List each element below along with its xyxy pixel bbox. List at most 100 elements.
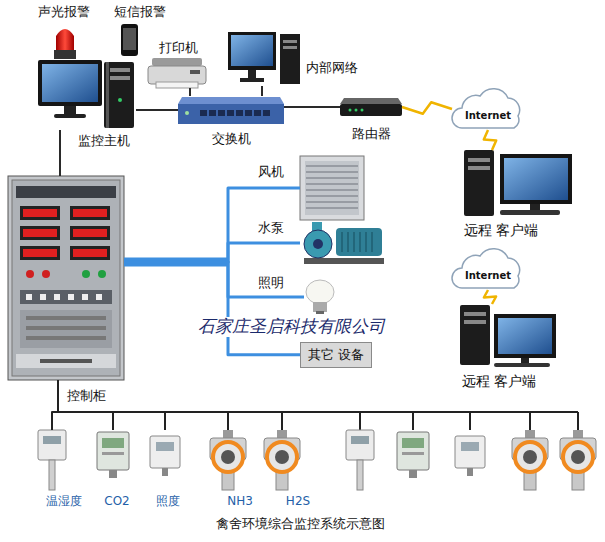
cabinet-drawing xyxy=(73,229,107,237)
remote-computer-icon xyxy=(460,305,556,367)
device-label: 监控主机 xyxy=(78,133,130,149)
cabinet-drawing xyxy=(16,354,116,368)
cabinet-drawing xyxy=(12,180,120,376)
remote-computer-icon xyxy=(521,358,529,363)
alarm-light: 声光报警 xyxy=(52,22,78,59)
wireless-link xyxy=(484,130,496,150)
control-line xyxy=(124,262,304,297)
phone-icon xyxy=(123,28,136,50)
device-label: 路由器 xyxy=(352,126,391,142)
phone-icon xyxy=(121,24,138,56)
lan-computer-icon xyxy=(283,46,297,49)
sensor-icons xyxy=(264,430,300,490)
sensor: H2S xyxy=(262,430,302,492)
fan: 风机 xyxy=(300,156,364,220)
sensor-bus-line xyxy=(58,380,228,430)
cabinet-drawing xyxy=(98,270,106,278)
sensor-icons xyxy=(397,432,429,478)
bulb-icon xyxy=(316,311,324,314)
remote-client: 远程 客户端 xyxy=(462,150,574,216)
lan-computer-icon xyxy=(283,40,297,43)
device-label: 交换机 xyxy=(212,131,251,147)
caption: 禽舍环境综合监控系统示意图 xyxy=(216,516,385,532)
cloud-outline xyxy=(452,249,520,288)
remote-computer-icon xyxy=(494,314,556,358)
host-computer-icon xyxy=(110,68,130,72)
switch-icon xyxy=(200,110,207,116)
lan-computer-icon xyxy=(280,34,300,84)
sensor-icons xyxy=(282,412,578,430)
alarm-light-icon xyxy=(54,50,76,59)
switch-icon xyxy=(178,97,284,124)
remote-computer-icon xyxy=(464,150,494,216)
sensor: 照度 xyxy=(145,430,185,492)
alarm-light-icon xyxy=(54,29,76,59)
remote-computer-icon xyxy=(464,312,486,316)
printer-icon xyxy=(148,66,206,84)
printer-icon xyxy=(156,82,198,88)
host-computer-icon xyxy=(42,64,98,102)
cabinet-drawing xyxy=(96,294,102,300)
cabinet-drawing xyxy=(26,336,106,340)
fan-icon xyxy=(300,156,364,220)
internet-cloud: Internet xyxy=(452,248,524,290)
device-label: NH3 xyxy=(227,494,253,508)
cabinet-drawing xyxy=(23,249,57,257)
remote-computer-icon xyxy=(468,166,490,170)
control-line xyxy=(124,188,300,262)
device-label: 远程 客户端 xyxy=(464,222,538,239)
sensor-icons xyxy=(346,430,374,490)
cabinet-drawing xyxy=(40,294,46,300)
lan-computer-icon xyxy=(240,78,264,82)
cabinet-drawing xyxy=(26,326,106,330)
device-label: 打印机 xyxy=(159,40,198,56)
watermark: 石家庄圣启科技有限公司 xyxy=(196,317,387,337)
sensor-icons xyxy=(560,430,596,490)
switch-icon xyxy=(236,110,243,116)
remote-client: 远程 客户端 xyxy=(458,304,558,368)
pump-icon xyxy=(336,228,382,256)
sensor-icons xyxy=(97,432,129,478)
remote-computer-icon xyxy=(464,320,486,324)
cabinet-drawing xyxy=(23,229,57,237)
switch-icon xyxy=(263,110,270,116)
cabinet-drawing xyxy=(68,294,74,300)
cabinet-drawing xyxy=(26,294,32,300)
other-equipment-box: 其它 设备 xyxy=(300,342,372,368)
switch-icon xyxy=(185,111,189,115)
host-computer-icon xyxy=(64,106,76,114)
bulb-icon xyxy=(313,302,327,312)
device-label: 水泵 xyxy=(258,220,284,236)
cabinet-drawing xyxy=(23,209,57,217)
sensor-icons xyxy=(38,412,596,490)
remote-computer-icon xyxy=(464,150,572,216)
cabinet-drawing xyxy=(20,290,112,304)
lan-computer-icon xyxy=(228,32,300,84)
sms-phone: 短信报警 xyxy=(120,24,139,57)
switch-icon xyxy=(218,110,225,116)
device-label: 照明 xyxy=(258,275,284,291)
remote-computer-icon xyxy=(530,204,540,210)
network-cable xyxy=(189,88,191,96)
network-cable xyxy=(284,106,340,108)
cabinet-drawing xyxy=(8,176,124,380)
remote-computer-icon xyxy=(500,154,572,204)
device-label: 远程 客户端 xyxy=(462,373,536,390)
lan-computer-icon xyxy=(248,70,256,78)
phone-icon xyxy=(121,24,138,56)
sensor-icons xyxy=(38,430,66,490)
cabinet-drawing xyxy=(20,226,60,240)
host-computer-icon xyxy=(54,114,86,118)
cabinet-drawing xyxy=(20,310,112,348)
host-computer-icon xyxy=(118,98,122,102)
host-computer-icon xyxy=(110,76,130,80)
alarm-light-icon xyxy=(56,29,74,50)
cabinet-drawing xyxy=(40,359,92,363)
remote-computer-icon xyxy=(494,363,550,367)
switch-icon xyxy=(254,110,261,116)
cabinet-drawing xyxy=(73,209,107,217)
pump-icon xyxy=(304,258,384,264)
